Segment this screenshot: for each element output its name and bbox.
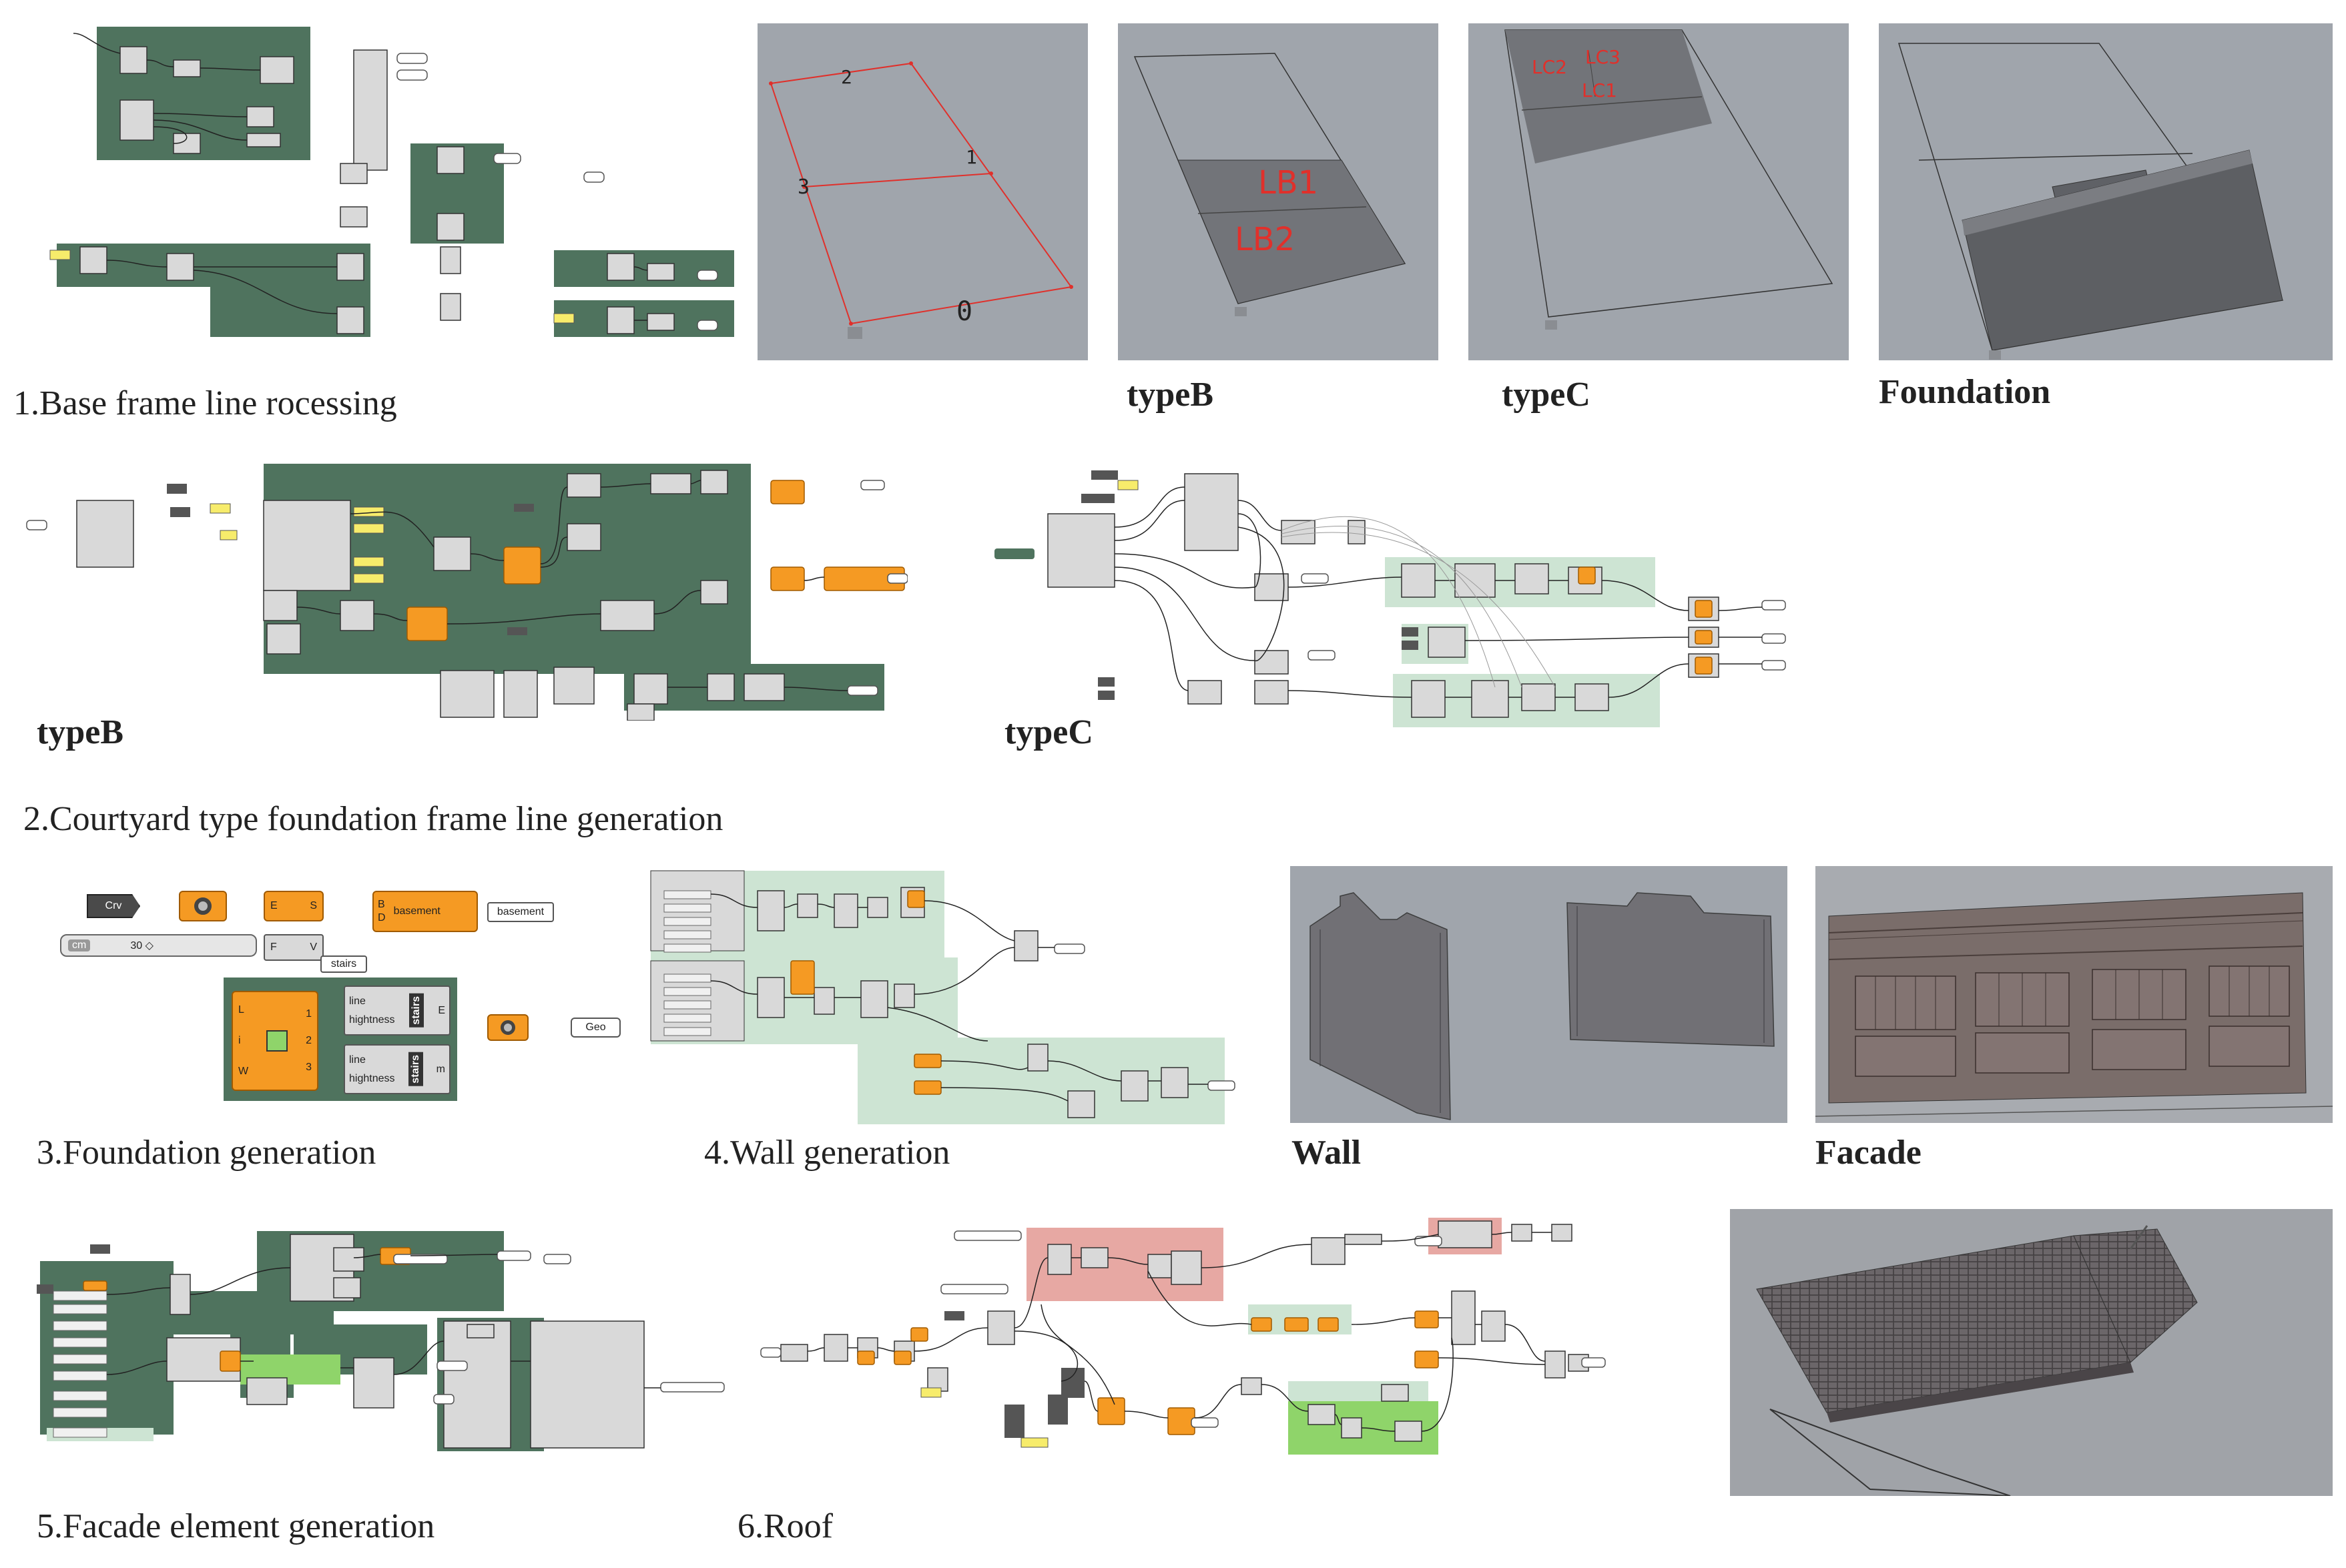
frame-number-0: 0	[956, 296, 972, 327]
basement-input-b: B	[378, 899, 385, 910]
typeC-label-LC1: LC1	[1582, 79, 1617, 101]
stairs-component-2[interactable]: line hightness stairs m	[344, 1044, 451, 1094]
viewport-facade	[1815, 866, 2333, 1123]
stairs2-output-m: m	[436, 1063, 445, 1075]
facade-element-graph	[27, 1228, 734, 1455]
wall-graph	[641, 867, 1255, 1128]
cluster-output-1: 1	[306, 1008, 312, 1020]
typeB-label-LB2: LB2	[1235, 221, 1295, 258]
caption-base-frame: 1.Base frame line rocessing	[13, 384, 397, 422]
ring-icon	[194, 897, 212, 915]
cluster-output-3: 3	[306, 1062, 312, 1073]
stairs-component-1[interactable]: line hightness stairs E	[344, 986, 451, 1036]
roof-graph	[754, 1218, 1709, 1478]
caption-roof: 6.Roof	[738, 1507, 833, 1545]
stairs1-output-e: E	[438, 1004, 445, 1016]
caption-view-typeB: typeB	[1127, 376, 1213, 414]
typeB-label-LB1: LB1	[1258, 164, 1318, 202]
stairs2-name: stairs	[408, 1052, 423, 1086]
basement-label: basement	[393, 905, 441, 917]
extend-component[interactable]: E S	[264, 891, 324, 921]
viewport-wall	[1290, 866, 1787, 1123]
cluster-output-2: 2	[306, 1035, 312, 1046]
viewport-typeC: LC2 LC3 LC1	[1468, 23, 1849, 360]
typeC-label-LC3: LC3	[1585, 46, 1621, 68]
typeC-label-LC2: LC2	[1532, 56, 1567, 78]
viewport-roof	[1730, 1209, 2333, 1496]
geo-param[interactable]: Geo	[571, 1018, 621, 1038]
caption-typeB: typeB	[37, 713, 123, 751]
caption-view-foundation: Foundation	[1879, 373, 2051, 411]
stairs1-input-line: line	[349, 995, 366, 1007]
stairs1-name: stairs	[408, 994, 424, 1028]
stairs1-input-hightness: hightness	[349, 1014, 395, 1026]
viewport-typeB: LB1 LB2	[1118, 23, 1438, 360]
slider-value: 30 ◇	[130, 940, 154, 951]
slider-label: cm	[68, 939, 91, 951]
deconstruct-input-f: F	[270, 941, 277, 953]
brep-join-icon[interactable]	[487, 1014, 529, 1041]
caption-facade-gen: 5.Facade element generation	[37, 1507, 435, 1545]
basement-component[interactable]: B D basement	[372, 891, 478, 932]
stairs-split-component[interactable]: L i W 1 2 3	[232, 991, 318, 1091]
caption-foundation-gen: 3.Foundation generation	[37, 1134, 376, 1172]
brep-icon[interactable]	[179, 891, 227, 921]
typeC-graph	[988, 447, 1802, 727]
stairs2-input-hightness: hightness	[349, 1072, 395, 1084]
caption-facade: Facade	[1815, 1134, 1922, 1172]
length-slider[interactable]: cm 30 ◇	[60, 934, 257, 957]
frame-number-3: 3	[798, 175, 810, 199]
caption-typeC: typeC	[1004, 713, 1093, 751]
frame-number-2: 2	[841, 66, 852, 88]
cluster-input-w: W	[238, 1066, 249, 1077]
caption-wall-gen: 4.Wall generation	[704, 1134, 950, 1172]
typeB-graph	[20, 447, 908, 721]
viewport-base-frame: 2 1 3 0	[758, 23, 1088, 360]
caption-wall: Wall	[1291, 1134, 1362, 1172]
viewport-foundation	[1879, 23, 2333, 360]
cluster-input-l: L	[238, 1004, 244, 1016]
caption-view-typeC: typeC	[1502, 376, 1590, 414]
stairs-cluster-group: L i W 1 2 3 line hightness stairs E line…	[224, 977, 457, 1101]
deconstruct-output-v: V	[310, 941, 317, 953]
caption-courtyard: 2.Courtyard type foundation frame line g…	[23, 800, 723, 838]
extend-input-e: E	[270, 900, 278, 911]
basement-output-param[interactable]: basement	[487, 902, 554, 922]
base-frame-graph	[40, 20, 741, 367]
extend-output-s: S	[310, 900, 317, 911]
basement-input-d: D	[378, 912, 386, 923]
stairs2-input-line: line	[349, 1054, 366, 1066]
ring-icon-2	[501, 1020, 515, 1035]
crv-param[interactable]: Crv	[87, 894, 140, 918]
cluster-icon	[266, 1030, 288, 1052]
deconstruct-component[interactable]: F V	[264, 934, 324, 961]
stairs-param[interactable]: stairs	[320, 955, 367, 973]
frame-number-1: 1	[966, 146, 977, 168]
cluster-input-i: i	[238, 1035, 241, 1046]
